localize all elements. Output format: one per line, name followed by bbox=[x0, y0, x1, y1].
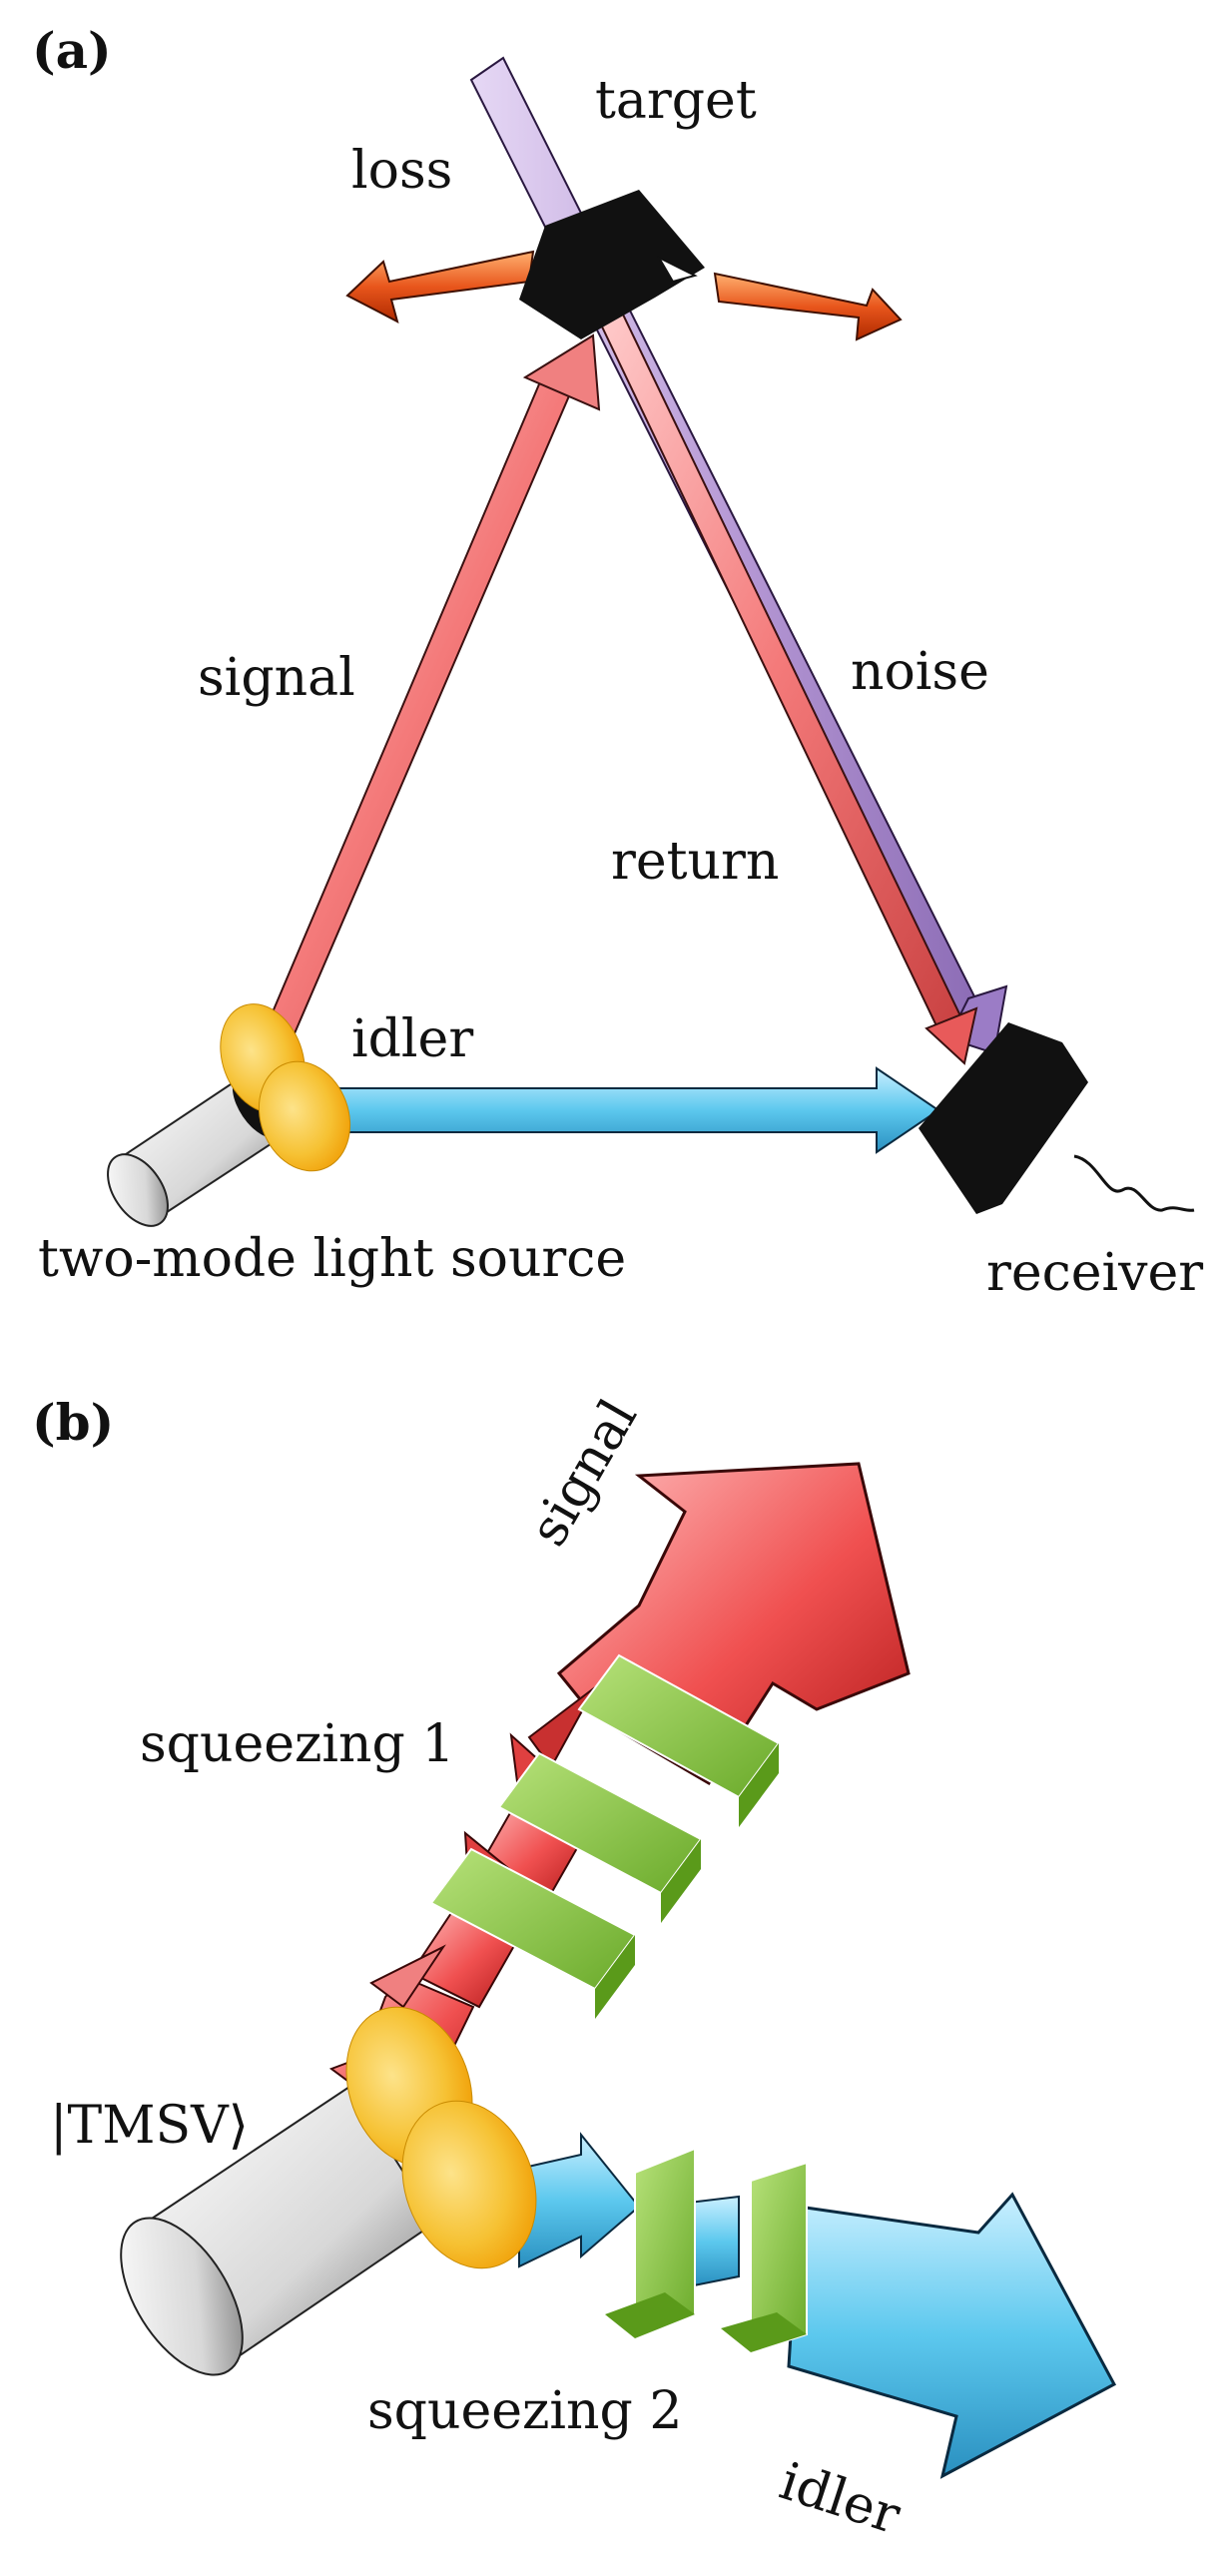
label-squeezing-1: squeezing 1 bbox=[140, 1714, 454, 1774]
panel-b-tag: (b) bbox=[32, 1393, 114, 1452]
idler-beam bbox=[308, 1066, 940, 1154]
label-signal: signal bbox=[198, 648, 355, 708]
label-signal-b: signal bbox=[518, 1390, 649, 1557]
label-two-mode-light-source: two-mode light source bbox=[38, 1229, 626, 1289]
squeezing-crystals-2 bbox=[605, 2147, 808, 2354]
panel-a-tag: (a) bbox=[32, 21, 112, 80]
label-receiver: receiver bbox=[986, 1243, 1203, 1303]
label-idler-b: idler bbox=[773, 2451, 908, 2546]
panel-a: (a) bbox=[32, 21, 1203, 1303]
label-noise: noise bbox=[851, 642, 989, 702]
label-squeezing-2: squeezing 2 bbox=[367, 2381, 682, 2441]
loss-arrow-left bbox=[345, 250, 535, 323]
label-target: target bbox=[595, 71, 757, 131]
tmsv-source bbox=[120, 2006, 537, 2376]
squeezing-crystals-1 bbox=[429, 1653, 781, 2019]
panel-b: (b) bbox=[32, 1390, 1117, 2546]
label-idler: idler bbox=[351, 1009, 473, 1069]
label-loss: loss bbox=[351, 141, 452, 201]
label-return: return bbox=[611, 832, 779, 892]
label-tmsv: |TMSV⟩ bbox=[50, 2096, 249, 2156]
target-shape bbox=[519, 190, 705, 339]
loss-arrow-right bbox=[713, 272, 903, 341]
two-mode-source bbox=[107, 1003, 351, 1227]
receiver-device bbox=[919, 1022, 1195, 1214]
idler-arrow-b bbox=[518, 2132, 1117, 2479]
